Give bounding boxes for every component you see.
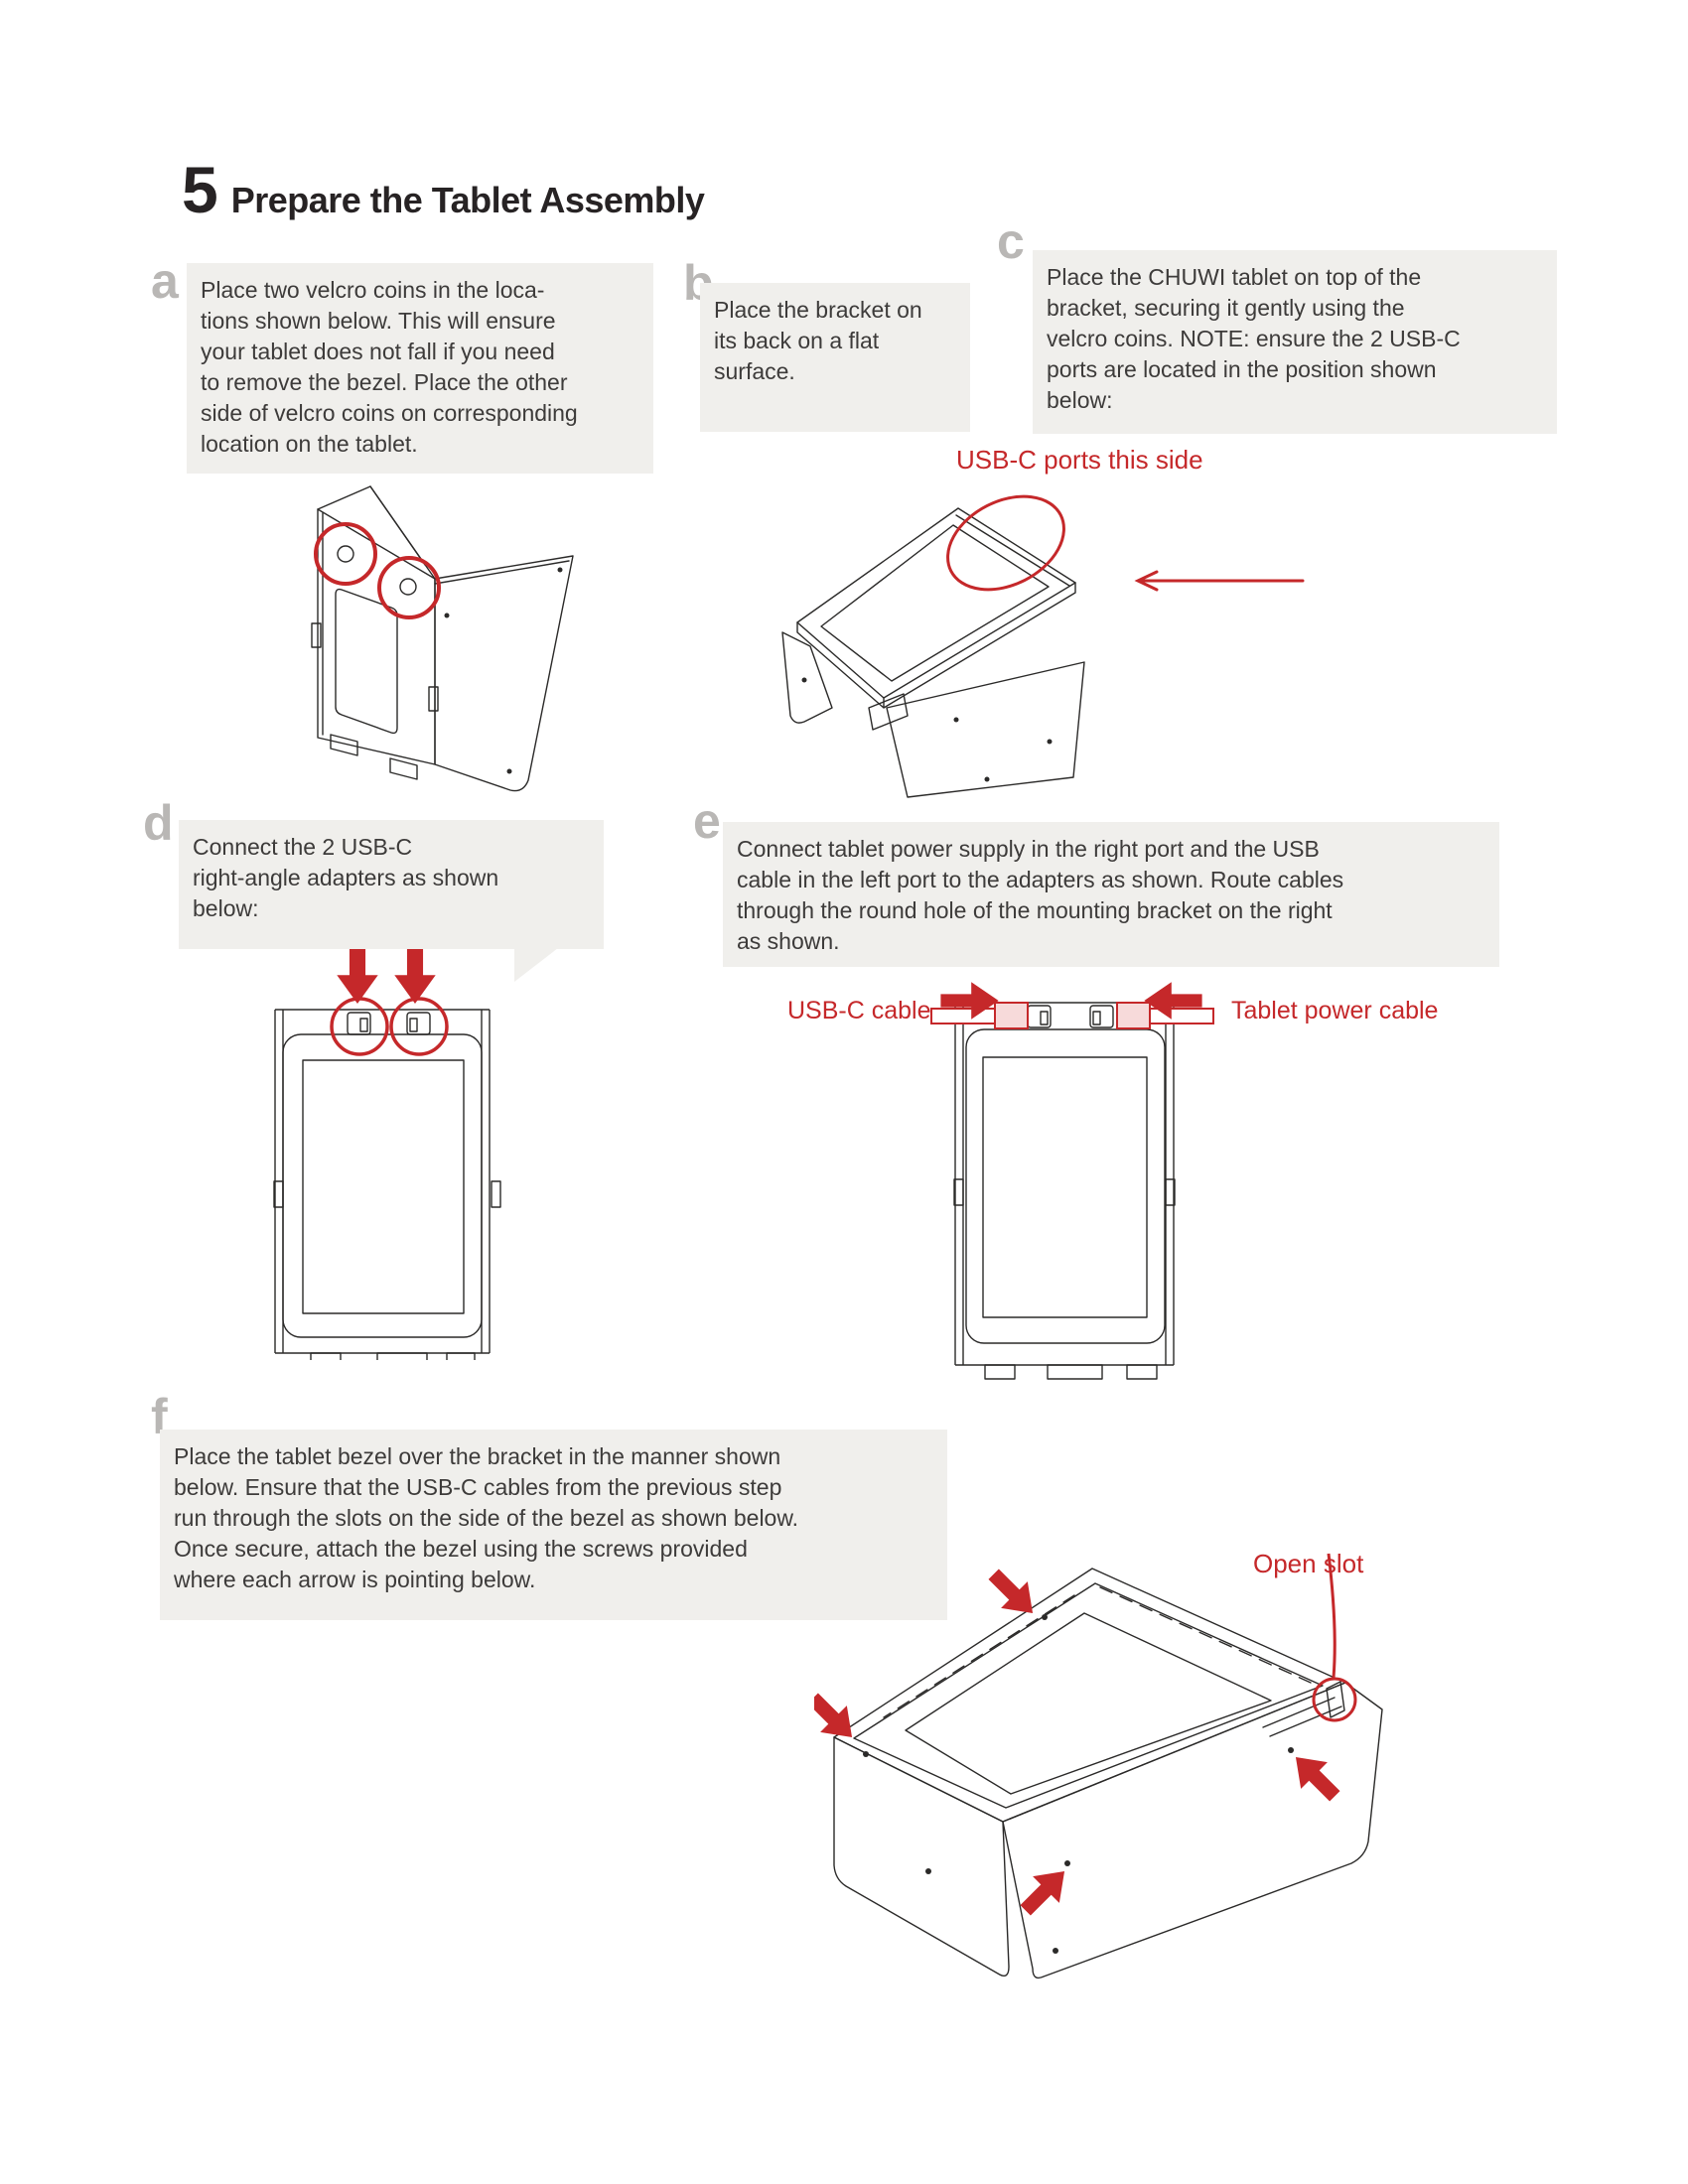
label-usb-cable: USB-C cable — [787, 997, 931, 1024]
open-slot-leader-line — [1327, 1553, 1336, 1679]
figure-bezel-assembly — [814, 1553, 1383, 1979]
step-letter-a: a — [151, 253, 179, 309]
usb-ports-circle — [946, 494, 1065, 592]
left-arrow-icon — [1134, 570, 1305, 592]
label-tablet-power-cable: Tablet power cable — [1231, 997, 1439, 1024]
step-d-paragraph: Connect the 2 USB-C right-angle adapters… — [193, 834, 499, 921]
section-header: 5 Prepare the Tablet Assembly — [182, 153, 705, 226]
section-number: 5 — [182, 153, 218, 226]
step-letter-f: f — [151, 1389, 168, 1444]
tablet-power-cable-drawing — [1116, 1002, 1214, 1029]
step-text-b: Place the bracket on its back on a flat … — [700, 283, 970, 432]
figure-adapters-front-view — [273, 943, 501, 1360]
step-text-f: Place the tablet bezel over the bracket … — [160, 1430, 947, 1620]
step-text-a: Place two velcro coins in the loca- tion… — [187, 263, 653, 474]
step-letter-e: e — [693, 793, 721, 849]
step-letter-d: d — [143, 795, 174, 851]
step-d-bubble-tail — [514, 948, 558, 982]
step-c-paragraph: Place the CHUWI tablet on top of the bra… — [1047, 264, 1461, 413]
step-letter-c: c — [997, 213, 1025, 269]
step-text-c: Place the CHUWI tablet on top of the bra… — [1033, 250, 1557, 434]
label-usb-ports-side: USB-C ports this side — [956, 445, 1203, 475]
velcro-coin-circles — [314, 522, 441, 619]
step-b-paragraph: Place the bracket on its back on a flat … — [714, 297, 922, 384]
step-f-paragraph: Place the tablet bezel over the bracket … — [174, 1443, 799, 1592]
label-open-slot: Open slot — [1253, 1549, 1364, 1578]
step-text-e: Connect tablet power supply in the right… — [723, 822, 1499, 967]
page-title: Prepare the Tablet Assembly — [230, 180, 705, 220]
step-a-paragraph: Place two velcro coins in the loca- tion… — [201, 277, 578, 457]
step-e-paragraph: Connect tablet power supply in the right… — [737, 836, 1344, 954]
figure-tablet-on-bracket — [781, 494, 1305, 798]
open-slot-circle — [1312, 1553, 1357, 1722]
figure-bracket-velcro-locations — [311, 485, 574, 792]
figure-cables-connected — [930, 982, 1214, 1380]
down-arrow-icons — [337, 943, 436, 1005]
step-text-d: Connect the 2 USB-C right-angle adapters… — [179, 820, 604, 949]
